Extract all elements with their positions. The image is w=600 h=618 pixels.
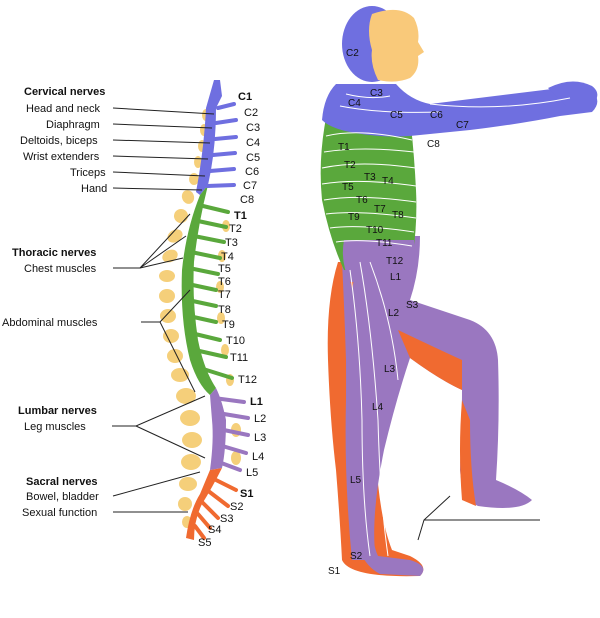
header-cervical: Cervical nerves (24, 86, 105, 98)
body-t1: T1 (338, 142, 350, 153)
fn-wrist: Wrist extenders (23, 151, 100, 163)
body-t2: T2 (344, 160, 356, 171)
seg-s1: S1 (240, 488, 253, 500)
body-l2: L2 (388, 308, 400, 319)
body-c6: C6 (430, 110, 443, 121)
thoracic-cord (181, 185, 216, 395)
body-s3: S3 (406, 300, 419, 311)
spine-segment-labels: C1 C2 C3 C4 C5 C6 C7 C8 T1 T2 T3 T4 T5 T… (198, 91, 266, 549)
shin-sacral (398, 330, 462, 390)
header-lumbar: Lumbar nerves (18, 405, 97, 417)
seg-l5: L5 (246, 467, 258, 479)
seg-t12: T12 (238, 374, 257, 386)
seg-c8: C8 (240, 194, 254, 206)
seg-t1: T1 (234, 210, 247, 222)
nerve-roots (186, 102, 250, 540)
seg-t6: T6 (218, 276, 231, 288)
face (369, 9, 424, 82)
fn-head-neck: Head and neck (26, 103, 100, 115)
body-l4: L4 (372, 402, 384, 413)
seg-t10: T10 (226, 335, 245, 347)
body-t6: T6 (356, 195, 368, 206)
body-t7: T7 (374, 204, 386, 215)
body-dermatome-labels: C2 C3 C4 C5 C6 C7 C8 T1 T2 T3 T4 T5 T6 T… (328, 48, 469, 577)
shoulders-arm-cervical (322, 84, 598, 137)
seg-s3: S3 (220, 513, 233, 525)
seg-l3: L3 (254, 432, 266, 444)
body-c8: C8 (427, 139, 440, 150)
body-c5: C5 (390, 110, 403, 121)
pelvis-lumbar (342, 240, 415, 282)
body-s2: S2 (350, 551, 363, 562)
body-c4: C4 (348, 98, 361, 109)
body-t8: T8 (392, 210, 404, 221)
calf-sacral (460, 400, 476, 506)
fn-deltoids: Deltoids, biceps (20, 135, 98, 147)
seg-s4: S4 (208, 524, 221, 536)
seg-t5: T5 (218, 263, 231, 275)
vertebrae (159, 109, 241, 528)
body-t9: T9 (348, 212, 360, 223)
seg-t4: T4 (221, 251, 234, 263)
seg-s2: S2 (230, 501, 243, 513)
fn-leg: Leg muscles (24, 421, 86, 433)
fn-chest: Chest muscles (24, 263, 97, 275)
fn-diaphragm: Diaphragm (46, 119, 100, 131)
body-t11: T11 (376, 238, 393, 249)
seg-t9: T9 (222, 319, 235, 331)
body-figure (320, 6, 598, 577)
seg-s5: S5 (198, 537, 211, 549)
fn-triceps: Triceps (70, 167, 106, 179)
front-leg (345, 236, 532, 560)
seg-t8: T8 (218, 304, 231, 316)
seg-c1: C1 (238, 91, 252, 103)
spine: C1 C2 C3 C4 C5 C6 C7 C8 T1 T2 T3 T4 T5 T… (159, 80, 266, 549)
seg-c4: C4 (246, 137, 260, 149)
seg-c2: C2 (244, 107, 258, 119)
cervical-cord (196, 80, 222, 195)
leader-lines (112, 107, 215, 513)
seg-l2: L2 (254, 413, 266, 425)
seg-t11: T11 (230, 352, 248, 364)
body-t10: T10 (366, 225, 384, 236)
sacral-cord (186, 468, 222, 540)
header-thoracic: Thoracic nerves (12, 247, 96, 259)
header-sacral: Sacral nerves (26, 476, 98, 488)
seg-t3: T3 (225, 237, 238, 249)
fn-sexual: Sexual function (22, 507, 97, 519)
torso-thoracic (320, 118, 417, 272)
seg-t2: T2 (229, 223, 242, 235)
body-t3: T3 (364, 172, 376, 183)
fn-hand: Hand (81, 183, 107, 195)
fn-bowel: Bowel, bladder (26, 491, 99, 503)
seg-t7: T7 (218, 289, 231, 301)
function-labels: Cervical nerves Head and neck Diaphragm … (2, 86, 107, 519)
body-t12: T12 (386, 256, 404, 267)
seg-c3: C3 (246, 122, 260, 134)
body-c3: C3 (370, 88, 383, 99)
seg-c6: C6 (245, 166, 259, 178)
seg-l1: L1 (250, 396, 263, 408)
body-s1: S1 (328, 566, 341, 577)
body-l3: L3 (384, 364, 396, 375)
body-t5: T5 (342, 182, 354, 193)
seg-l4: L4 (252, 451, 264, 463)
seg-c5: C5 (246, 152, 260, 164)
seg-c7: C7 (243, 180, 257, 192)
body-c7: C7 (456, 120, 469, 131)
body-t4: T4 (382, 176, 394, 187)
body-l1: L1 (390, 272, 402, 283)
body-c2: C2 (346, 48, 359, 59)
ground-lines (417, 495, 540, 541)
body-l5: L5 (350, 475, 362, 486)
fn-abdominal: Abdominal muscles (2, 317, 98, 329)
dermatome-lines (321, 93, 571, 557)
